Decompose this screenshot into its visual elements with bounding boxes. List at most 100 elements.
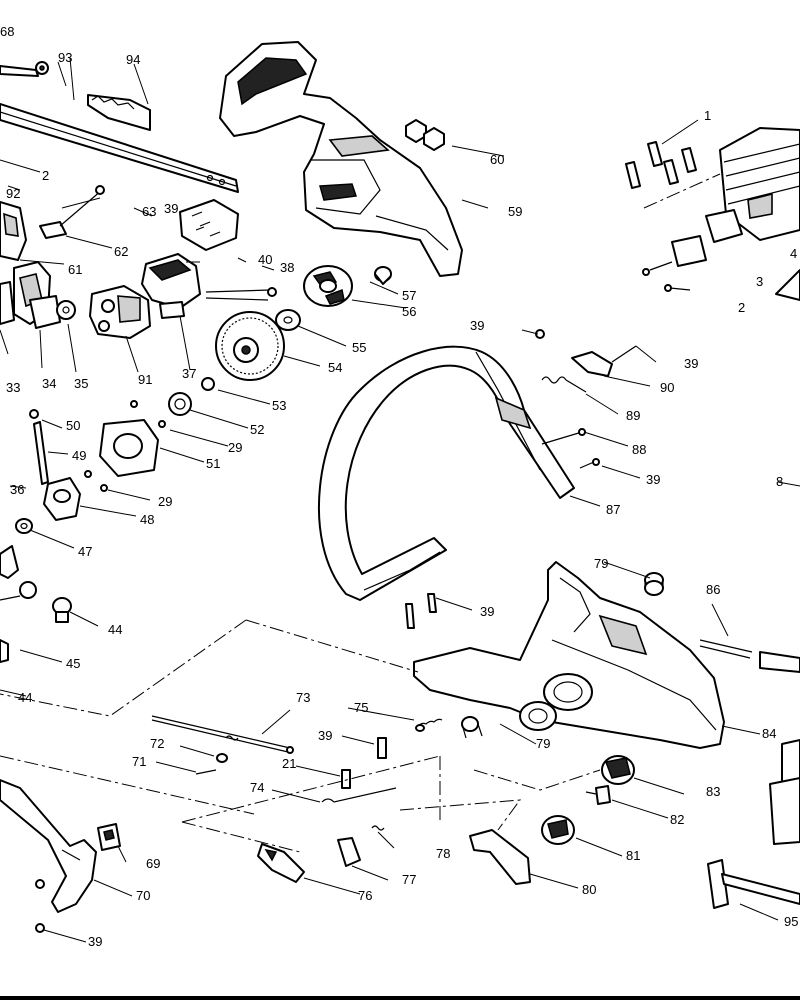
- label-86: 86: [706, 582, 720, 597]
- air-filter-housing-37: [141, 253, 201, 319]
- screw-38: [205, 287, 277, 301]
- label-94: 94: [126, 52, 140, 67]
- label-53: 53: [272, 398, 286, 413]
- guide-bar: [0, 103, 239, 193]
- pin-86: [699, 639, 753, 659]
- saw-chain: [87, 94, 151, 131]
- chain-brake-handle-59: [219, 41, 463, 277]
- label-38: 38: [280, 260, 294, 275]
- label-91: 91: [138, 372, 152, 387]
- trigger-spring-74: [321, 787, 397, 803]
- bar-nut-part-68: [0, 61, 49, 77]
- label-39-e: 39: [480, 604, 494, 619]
- screws-1: [625, 141, 697, 189]
- label-68: 68: [0, 24, 14, 39]
- label-4: 4: [790, 246, 797, 261]
- gasket-partial-right: [775, 269, 800, 301]
- label-63: 63: [142, 204, 156, 219]
- clutch-drum-54: [215, 311, 285, 381]
- label-62: 62: [114, 244, 128, 259]
- label-82: 82: [670, 812, 684, 827]
- bolt-88: [541, 428, 586, 445]
- label-2-left: 2: [42, 168, 49, 183]
- washer-47: [15, 518, 33, 534]
- label-57: 57: [402, 288, 416, 303]
- label-3: 3: [756, 274, 763, 289]
- label-39-f: 39: [318, 728, 332, 743]
- bearing-53: [168, 377, 215, 416]
- buffer-81: [541, 815, 575, 845]
- carburetor-group: [0, 261, 76, 329]
- crankcase-84: [413, 561, 725, 749]
- label-78: 78: [436, 846, 450, 861]
- sleeve-79-top: [644, 572, 664, 596]
- rear-handle-70: [0, 779, 97, 933]
- label-75: 75: [354, 700, 368, 715]
- buffer-83: [601, 755, 635, 785]
- part-number-labels: 68 93 94 2 92 63 39 62 61 40 38 33 34 35…: [0, 24, 798, 949]
- oil-bottle-partial: [769, 739, 800, 845]
- label-39-a: 39: [164, 201, 178, 216]
- label-39-c: 39: [684, 356, 698, 371]
- label-71: 71: [132, 754, 146, 769]
- label-48: 48: [140, 512, 154, 527]
- fitting-82: [585, 785, 611, 805]
- label-56: 56: [402, 304, 416, 319]
- label-92: 92: [6, 186, 20, 201]
- label-79-a: 79: [594, 556, 608, 571]
- label-73: 73: [296, 690, 310, 705]
- label-37: 37: [182, 366, 196, 381]
- clutch-sleeve-57: [374, 266, 392, 285]
- washer-55: [275, 309, 301, 331]
- oil-pump-48: [43, 470, 108, 521]
- cylinder-4: [719, 127, 800, 241]
- screw-71: [195, 769, 217, 775]
- label-51: 51: [206, 456, 220, 471]
- label-81: 81: [626, 848, 640, 863]
- label-33: 33: [6, 380, 20, 395]
- label-61: 61: [68, 262, 82, 277]
- label-40: 40: [258, 252, 272, 267]
- label-45: 45: [66, 656, 80, 671]
- leader-lines: [0, 57, 800, 943]
- throttle-rod-73: [151, 715, 294, 754]
- oil-pump-cover-51: [99, 400, 166, 477]
- label-44-a: 44: [108, 622, 122, 637]
- label-47: 47: [78, 544, 92, 559]
- label-80: 80: [582, 882, 596, 897]
- label-39-b: 39: [470, 318, 484, 333]
- pin-49: [29, 409, 49, 485]
- label-70: 70: [136, 888, 150, 903]
- clutch-56: [303, 265, 353, 307]
- screws-39-handle: [405, 593, 437, 629]
- sleeve-79-bottom: [461, 716, 483, 739]
- spring-78: [371, 825, 385, 831]
- label-72: 72: [150, 736, 164, 751]
- label-50: 50: [66, 418, 80, 433]
- chain-tensioner-62: [39, 185, 105, 239]
- gasket-plate-3: [642, 209, 743, 276]
- label-49: 49: [72, 448, 86, 463]
- screw-39-bottom: [341, 737, 387, 789]
- screw-39-right: [579, 458, 600, 469]
- label-36: 36: [10, 482, 24, 497]
- label-1: 1: [704, 108, 711, 123]
- bottom-border: [0, 996, 800, 1000]
- label-29-a: 29: [228, 440, 242, 455]
- scrench-tool-95: [707, 859, 800, 909]
- label-77: 77: [402, 872, 416, 887]
- label-34: 34: [42, 376, 56, 391]
- throttle-trigger-76: [257, 843, 305, 883]
- label-52: 52: [250, 422, 264, 437]
- dust-cover-80: [469, 829, 531, 885]
- label-39-d: 39: [646, 472, 660, 487]
- label-55: 55: [352, 340, 366, 355]
- air-filter-39: [179, 199, 239, 251]
- label-44-b: 44: [18, 690, 32, 705]
- switch-69: [97, 823, 121, 851]
- label-39-g: 39: [88, 934, 102, 949]
- label-2: 2: [738, 300, 745, 315]
- bracket-90: [571, 345, 637, 377]
- washer-72: [216, 753, 228, 763]
